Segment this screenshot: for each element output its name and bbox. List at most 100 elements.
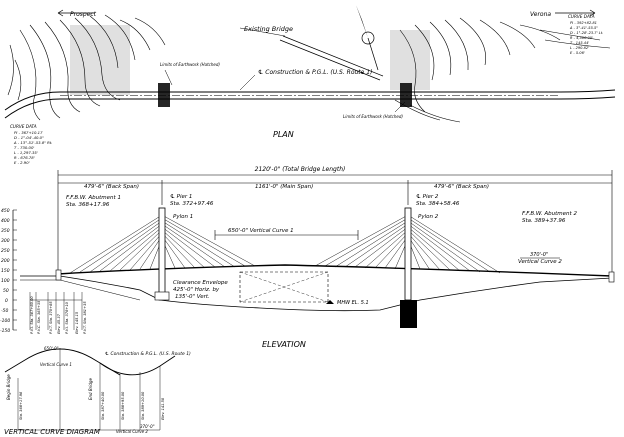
- axis-tick-label: 50: [3, 288, 9, 294]
- vcd-vc1-length: 650'-0": [44, 346, 59, 351]
- total-length-label: 2120'-0" (Total Bridge Length): [255, 166, 346, 173]
- dimension-lines: [57, 170, 613, 276]
- svg-text:P.V.T. Sta. 381+35: P.V.T. Sta. 381+35: [83, 301, 87, 334]
- plan-title: PLAN: [273, 130, 294, 139]
- svg-text:Sta. 387+40.00: Sta. 387+40.00: [101, 391, 105, 420]
- curve-data-right-title: CURVE DATA: [568, 14, 595, 19]
- clearance-envelope-title: Clearance Envelope: [173, 280, 228, 286]
- svg-text:Elev. 141.50: Elev. 141.50: [161, 397, 165, 420]
- axis-tick-label: -100: [0, 318, 10, 324]
- vcd-vc2-length: 370'-0": [140, 424, 155, 429]
- pier2-name: ℄ Pier 2: [416, 193, 439, 200]
- vertical-curve-diagram: P.V.I. Sta. 367+60.00 P.V.C. Sta. 365+35…: [4, 292, 191, 436]
- station-text-block: P.V.I. Sta. 367+60.00 P.V.C. Sta. 365+35…: [19, 296, 165, 420]
- begin-bridge-label: Begin Bridge: [6, 374, 11, 400]
- pier2-plan: [400, 83, 412, 107]
- curve-data-right-line: D - 1°-28'-23.7' Lt.: [570, 31, 603, 35]
- axis-tick-label: -150: [0, 328, 10, 334]
- curve-data-left-line: T - 730.00': [14, 145, 34, 150]
- verona-label: Verona: [530, 11, 551, 18]
- abutment1-station: Sta. 368+17.96: [66, 202, 110, 208]
- centerline-label: ℄ Construction & P.G.L. (U.S. Route 1): [258, 69, 372, 76]
- vertical-curve1-label: 650'-0" Vertical Curve 1: [228, 228, 294, 234]
- back-span-right-label: 479'-6" (Back Span): [434, 184, 489, 190]
- axis-tick-label: 400: [1, 218, 10, 224]
- axis-tick-label: 150: [1, 268, 10, 274]
- axis-tick-label: 200: [1, 258, 10, 264]
- curve-data-right-line: Δ - 3°-41'-55.5": [569, 26, 598, 30]
- axis-tick-label: 450: [1, 208, 10, 214]
- elevation-title: ELEVATION: [262, 340, 306, 349]
- curve-data-right-line: E - 5.06': [570, 51, 585, 55]
- vcd-vc2-label: Vertical Curve 2: [116, 429, 148, 434]
- stay-cables-pylon2: [314, 214, 501, 274]
- curve-data-right-line: T - 145.44': [570, 41, 589, 45]
- terrain-contours-right: [394, 17, 611, 123]
- main-span-label: 1161'-0" (Main Span): [255, 184, 313, 190]
- clearance-envelope-horiz: 425'-0" Horiz. by: [173, 287, 220, 293]
- roadway-edge-top: [4, 89, 616, 111]
- end-bridge-label: End Bridge: [88, 378, 93, 400]
- clearance-envelope-vert: 135'-0" Vert.: [175, 294, 210, 300]
- svg-text:Sta. 388+95.00: Sta. 388+95.00: [121, 391, 125, 420]
- prospect-label: Prospect: [70, 11, 97, 18]
- curve-data-left: CURVE DATA PI - 367+10.17 D - 1°-04'-40.…: [10, 124, 52, 165]
- pylon1-tower: [158, 207, 166, 301]
- station-leaders: [17, 292, 161, 431]
- elevation-view: 450 400 350 300 250 200 150 100 50 0 -50…: [0, 166, 615, 349]
- abutment1-name: F.F.B.W. Abutment 1: [66, 195, 121, 201]
- svg-text:Elev. 145.15: Elev. 145.15: [75, 311, 79, 334]
- sag-curve: [99, 355, 176, 376]
- back-span-left-label: 479'-6" (Back Span): [84, 184, 139, 190]
- existing-bridge-label: Existing Bridge: [244, 25, 293, 33]
- pier2-foundation: [400, 300, 417, 328]
- curve-data-right-line: L - 290.82': [570, 46, 589, 50]
- svg-text:P.V.I. Sta. 367+60.00: P.V.I. Sta. 367+60.00: [30, 296, 34, 334]
- earthwork-limits-left: Limits of Earthwork (Hatched): [160, 62, 220, 67]
- svg-text:Elev. 45.37: Elev. 45.37: [57, 313, 61, 334]
- abutment1: [55, 269, 62, 281]
- pylon2-label: Pylon 2: [418, 214, 439, 220]
- curve-data-left-title: CURVE DATA: [10, 124, 37, 129]
- earthwork-limits-right: Limits of Earthwork (Hatched): [343, 114, 403, 119]
- terrain-shading-right: [390, 30, 430, 90]
- pylon2-tower: [404, 207, 412, 301]
- vertical-curve2-label: Vertical Curve 2: [518, 259, 562, 265]
- abutment2: [608, 271, 615, 283]
- ground-profile: [20, 275, 613, 312]
- curve-data-right-line: R - 4,500.00': [570, 36, 593, 40]
- ground-profile-lower: [20, 279, 141, 301]
- existing-bridge-line-2: [282, 35, 384, 77]
- pylon1-label: Pylon 1: [173, 214, 193, 220]
- terrain-shading-left: [70, 25, 130, 95]
- axis-tick-label: 250: [1, 248, 10, 254]
- axis-tick-label: 350: [1, 228, 10, 234]
- curve-data-left-line: D - 1°-04'-40.0": [14, 135, 44, 140]
- curve-data-right-line: PI - 392+82.81: [570, 21, 597, 25]
- roadway-edge-bottom: [4, 96, 616, 119]
- svg-text:Sta. 389+10.00: Sta. 389+10.00: [141, 391, 145, 420]
- axis-tick-label: 0: [5, 298, 8, 304]
- abutment2-station: Sta. 389+37.96: [522, 218, 566, 224]
- north-arrow-icon: [356, 5, 379, 71]
- axis-tick-label: -50: [1, 308, 8, 314]
- existing-bridge-line: [279, 39, 381, 81]
- bridge-deck: [57, 264, 613, 277]
- pier1-station: Sta. 372+97.46: [170, 201, 214, 207]
- curve-data-left-line: L - 1,297.35': [14, 150, 38, 155]
- pier1-foundation: [154, 291, 170, 301]
- mhw-label: MHW EL. 5.1: [337, 300, 369, 306]
- terrain-contours-left: [7, 14, 166, 121]
- elevation-axis: 450 400 350 300 250 200 150 100 50 0 -50…: [0, 208, 17, 334]
- svg-text:Sta. 368+17.96: Sta. 368+17.96: [19, 391, 23, 420]
- svg-text:P.V.I. Sta. 378+10: P.V.I. Sta. 378+10: [65, 301, 69, 334]
- curve-data-left-line: PI - 367+10.17: [14, 130, 43, 135]
- curve-data-left-line: Δ - 13°-51'-53.8" Rt.: [13, 140, 52, 145]
- pier1-name: ℄ Pier 1: [170, 193, 192, 200]
- plan-view: Prospect Verona Existing Bridge ℄ Constr…: [4, 5, 616, 165]
- abutment2-name: F.F.B.W. Abutment 2: [522, 211, 577, 217]
- svg-text:P.V.T. Sta. 370+85: P.V.T. Sta. 370+85: [49, 301, 53, 334]
- axis-tick-label: 100: [1, 278, 10, 284]
- clearance-envelope: [239, 271, 329, 303]
- curve-data-left-line: E - 2.90': [14, 160, 30, 165]
